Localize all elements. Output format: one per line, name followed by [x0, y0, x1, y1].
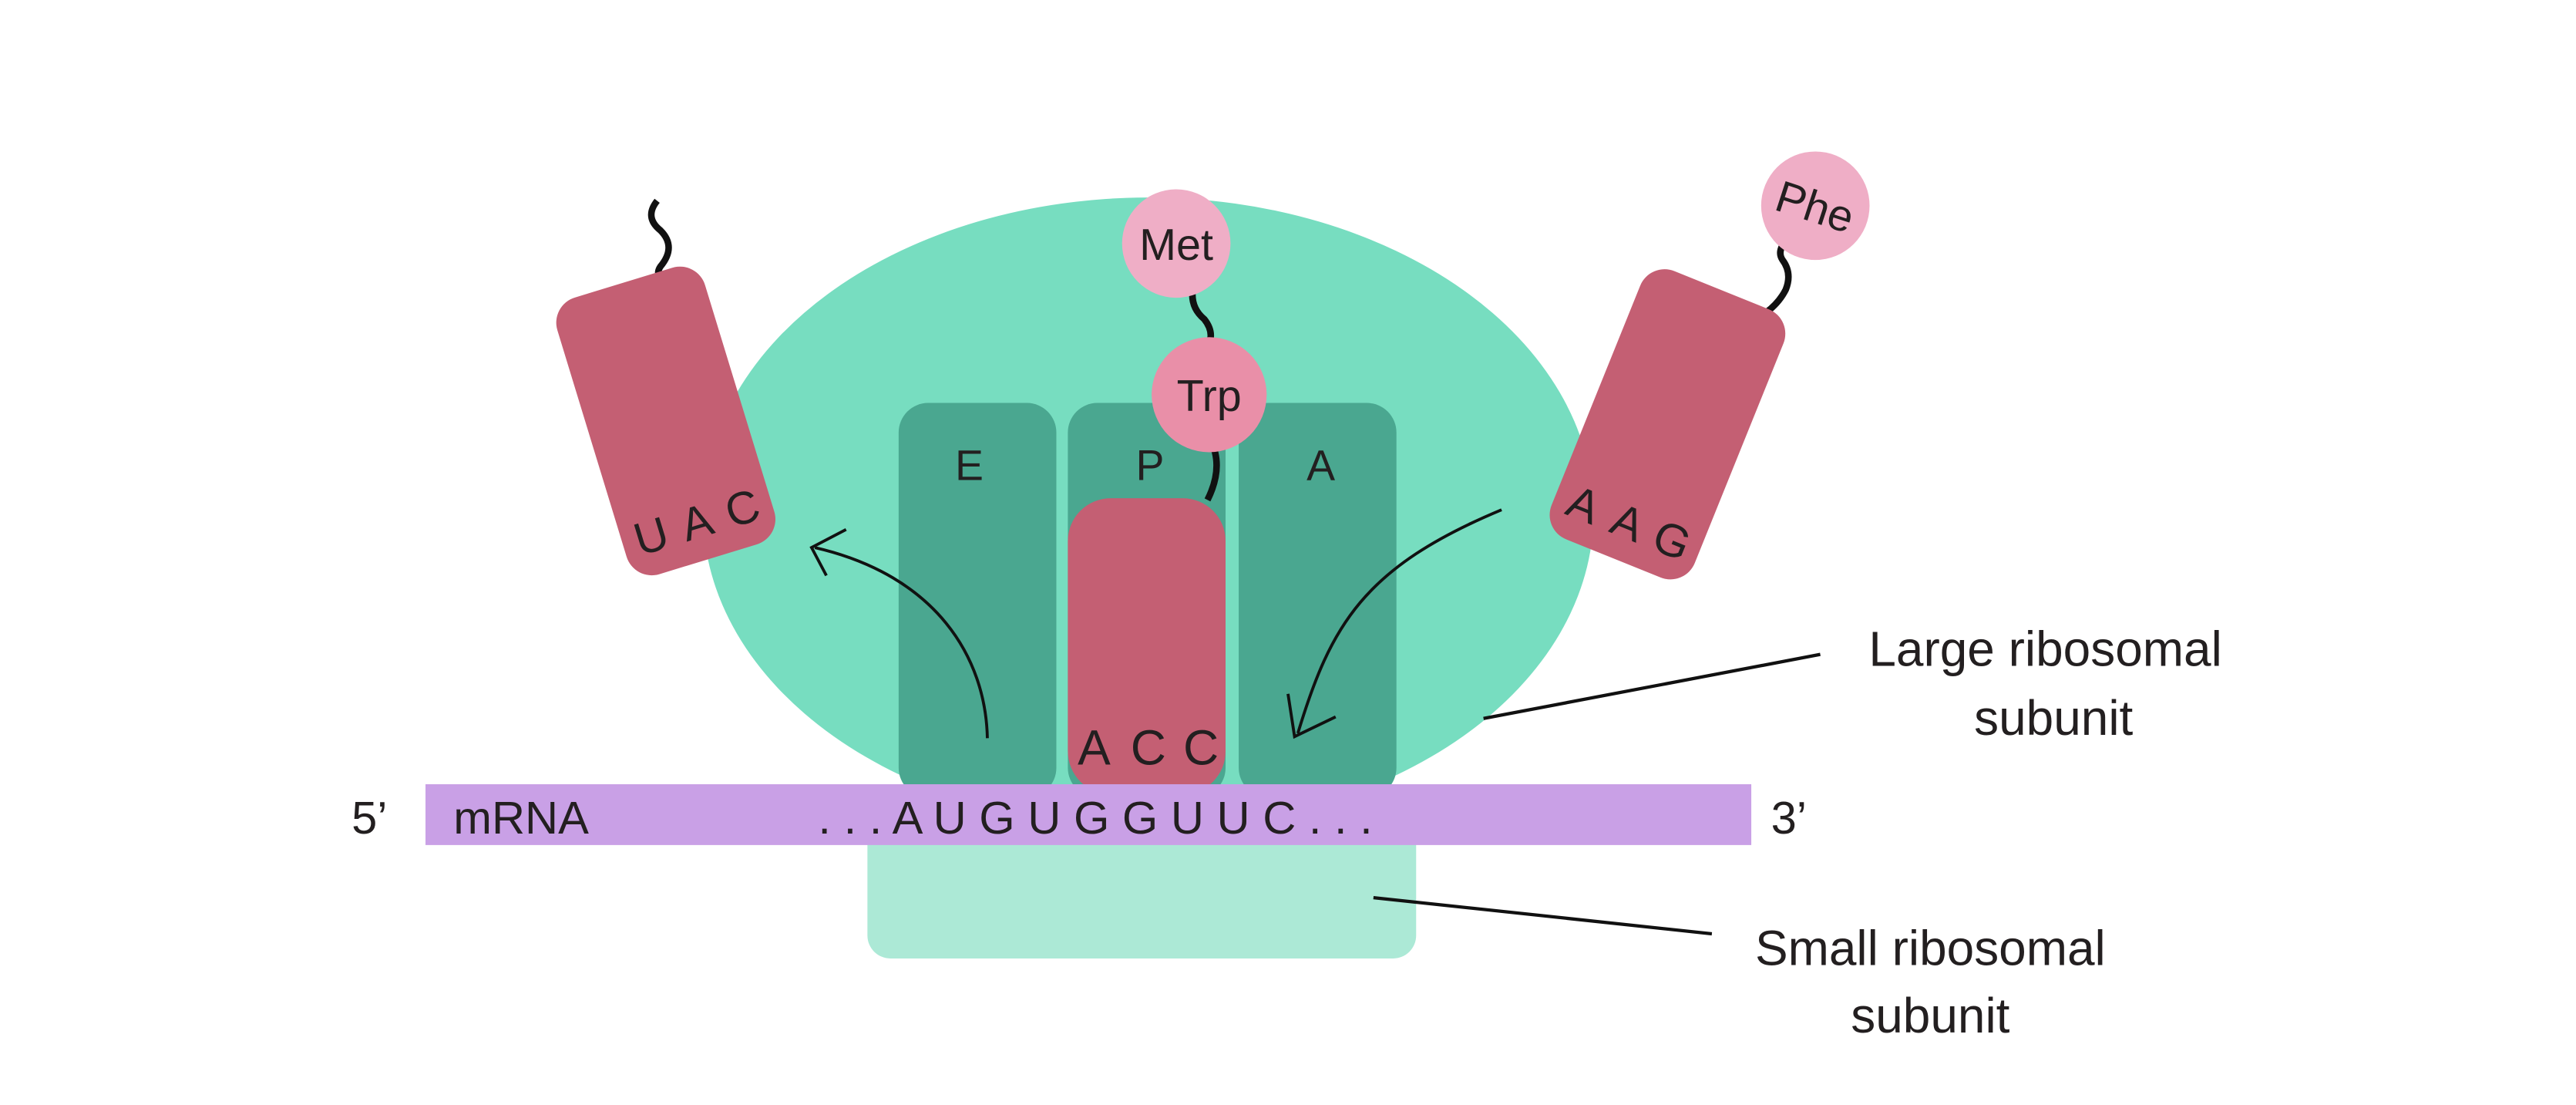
small-subunit-pointer: [1373, 895, 1713, 936]
trna-tail: [1764, 234, 1792, 315]
e-site: [898, 403, 1057, 798]
e-site-label: E: [955, 442, 984, 490]
arrowhead-icon: [1286, 693, 1337, 739]
large-subunit-pointer: [1483, 652, 1821, 720]
exit-arrow: [814, 546, 989, 739]
anticodon-base: C: [1183, 719, 1219, 775]
trp-label: Trp: [1177, 372, 1242, 421]
mrna-label: mRNA: [453, 792, 589, 844]
phe-amino-acid: [1760, 151, 1870, 261]
p-site-trna: [1068, 498, 1226, 794]
trp-amino-acid: [1152, 337, 1267, 453]
small-subunit-label-line1: Small ribosomal: [1755, 920, 2106, 975]
a-site-label: A: [1306, 442, 1335, 490]
p-site-anticodon: A C C: [1078, 719, 1219, 775]
large-subunit-label-line2: subunit: [1974, 690, 2133, 746]
incoming-trna: A A G: [1549, 269, 1786, 580]
p-site-label: P: [1135, 442, 1164, 490]
entry-arrow: [1296, 508, 1502, 734]
small-ribosomal-subunit: [867, 822, 1417, 958]
exiting-trna: U A C: [556, 266, 775, 576]
met-label: Met: [1139, 221, 1213, 270]
large-subunit-label-line1: Large ribosomal: [1868, 622, 2221, 677]
anticodon-base: A: [1078, 719, 1111, 775]
three-prime-label: 3’: [1771, 792, 1807, 844]
mrna-sequence: . . . A U G U G G U U C . . .: [818, 792, 1372, 844]
small-subunit-label-line2: subunit: [1851, 988, 2009, 1043]
met-amino-acid: [1122, 189, 1231, 298]
anticodon-base: C: [1131, 719, 1166, 775]
mrna-strand: [425, 784, 1752, 845]
a-site: [1239, 403, 1397, 798]
arrowhead-icon: [809, 527, 847, 577]
five-prime-label: 5’: [351, 792, 387, 844]
